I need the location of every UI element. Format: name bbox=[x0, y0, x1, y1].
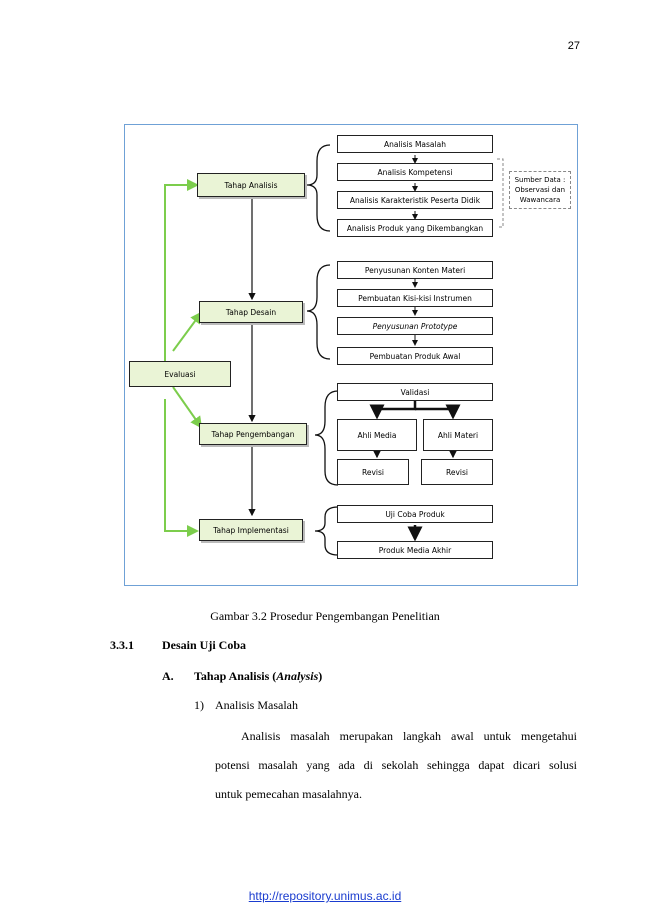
step-revisi-media: Revisi bbox=[337, 459, 409, 485]
data-source-line-3: Wawancara bbox=[519, 196, 561, 204]
flow-connectors bbox=[164, 144, 504, 556]
step-revisi-materi: Revisi bbox=[421, 459, 493, 485]
step-produk-awal: Pembuatan Produk Awal bbox=[337, 347, 493, 365]
step-uji-coba: Uji Coba Produk bbox=[337, 505, 493, 523]
page-number: 27 bbox=[567, 40, 580, 52]
stage-evaluasi: Evaluasi bbox=[129, 361, 231, 387]
repository-link[interactable]: http://repository.unimus.ac.id bbox=[248, 889, 402, 903]
step-kisi-kisi: Pembuatan Kisi-kisi Instrumen bbox=[337, 289, 493, 307]
item-number: 1) bbox=[194, 698, 204, 712]
subsection-title-suffix: ) bbox=[318, 669, 323, 683]
step-analisis-karakteristik: Analisis Karakteristik Peserta Didik bbox=[337, 191, 493, 209]
step-analisis-kompetensi: Analisis Kompetensi bbox=[337, 163, 493, 181]
subsection-title: Tahap Analisis (Analysis) bbox=[194, 669, 322, 684]
item-title: Analisis Masalah bbox=[215, 698, 298, 712]
stage-implementasi: Tahap Implementasi bbox=[199, 519, 303, 541]
data-source-line-2: Observasi dan bbox=[514, 186, 566, 194]
step-produk-akhir: Produk Media Akhir bbox=[337, 541, 493, 559]
step-prototype: Penyusunan Prototype bbox=[337, 317, 493, 335]
data-source-line-1: Sumber Data : bbox=[514, 176, 566, 184]
paragraph-line-2: potensi masalah yang ada di sekolah sehi… bbox=[215, 758, 577, 772]
section-number: 3.3.1 bbox=[110, 638, 134, 652]
figure-caption: Gambar 3.2 Prosedur Pengembangan Penelit… bbox=[210, 609, 440, 623]
stage-pengembangan: Tahap Pengembangan bbox=[199, 423, 307, 445]
subsection-letter: A. bbox=[162, 669, 174, 683]
step-konten-materi: Penyusunan Konten Materi bbox=[337, 261, 493, 279]
data-source-note: Sumber Data : Observasi dan Wawancara bbox=[509, 171, 571, 209]
subsection-title-italic: Analysis bbox=[276, 669, 319, 683]
step-ahli-media: Ahli Media bbox=[337, 419, 417, 451]
step-analisis-masalah: Analisis Masalah bbox=[337, 135, 493, 153]
subsection-title-prefix: Tahap Analisis ( bbox=[194, 669, 277, 683]
stage-desain: Tahap Desain bbox=[199, 301, 303, 323]
paragraph-line-3: untuk pemecahan masalahnya. bbox=[215, 787, 362, 801]
stage-analisis: Tahap Analisis bbox=[197, 173, 305, 197]
development-procedure-figure: Tahap Analisis Tahap Desain Evaluasi Tah… bbox=[124, 124, 578, 586]
step-analisis-produk: Analisis Produk yang Dikembangkan bbox=[337, 219, 493, 237]
step-validasi: Validasi bbox=[337, 383, 493, 401]
paragraph-line-1: Analisis masalah merupakan langkah awal … bbox=[241, 729, 577, 743]
step-ahli-materi: Ahli Materi bbox=[423, 419, 493, 451]
section-title: Desain Uji Coba bbox=[162, 638, 247, 652]
body-paragraph: Analisis masalah merupakan langkah awal … bbox=[215, 722, 577, 809]
